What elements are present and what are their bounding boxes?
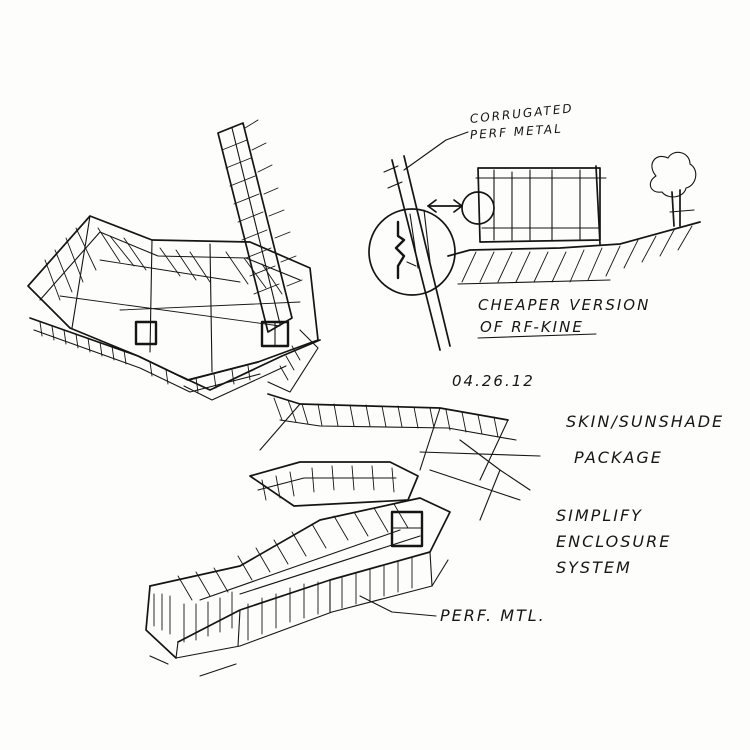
note-package: PACKAGE — [574, 448, 663, 467]
note-system: SYSTEM — [556, 558, 632, 577]
elevation-detail-sketch — [368, 131, 701, 351]
note-simplify: SIMPLIFY — [556, 506, 643, 525]
upper-building-sketch — [27, 119, 321, 401]
note-perf-mtl: PERF. MTL. — [440, 606, 546, 625]
lower-building-sketch — [145, 393, 541, 677]
rf-kine-underline — [477, 333, 597, 339]
note-enclosure: ENCLOSURE — [556, 532, 672, 551]
note-date: 04.26.12 — [452, 372, 535, 390]
note-cheaper-version: CHEAPER VERSION — [478, 296, 651, 314]
note-skin-sunshade: SKIN/SUNSHADE — [566, 412, 725, 431]
note-of-rf-kine: OF RF-KINE — [480, 318, 584, 336]
